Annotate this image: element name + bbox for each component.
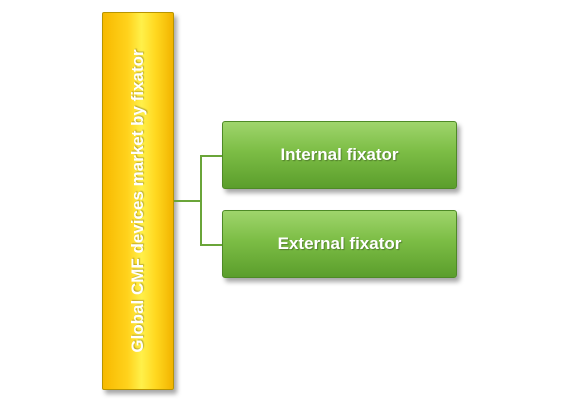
connector-trunk xyxy=(174,200,201,202)
child-node-label: External fixator xyxy=(277,234,402,253)
connector-branch-external xyxy=(200,244,222,246)
child-node-internal-fixator: Internal fixator xyxy=(222,121,457,189)
child-node-external-fixator: External fixator xyxy=(222,210,457,278)
connector-vertical xyxy=(200,155,202,245)
root-node-label: Global CMF devices market by fixator xyxy=(128,49,147,353)
child-node-label: Internal fixator xyxy=(280,145,399,164)
root-node: Global CMF devices market by fixator xyxy=(102,12,174,390)
connector-branch-internal xyxy=(200,155,222,157)
